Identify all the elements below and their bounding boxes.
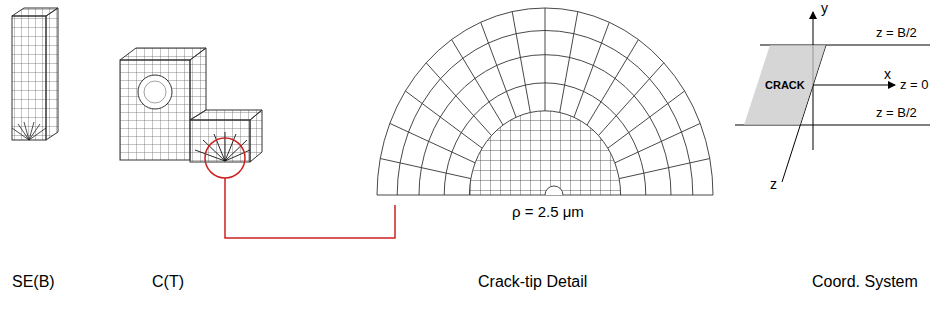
crack-plane: CRACK xyxy=(744,45,826,125)
crack-label: CRACK xyxy=(765,79,805,91)
plane-label: z = 0 xyxy=(900,78,929,93)
coord-system xyxy=(735,12,930,182)
axis-label: x xyxy=(884,66,891,82)
panel-label: Coord. System xyxy=(812,273,918,291)
axis-label: y xyxy=(821,0,828,16)
specimen-label: C(T) xyxy=(152,273,184,291)
ct-mesh xyxy=(120,48,395,238)
axis-label: z xyxy=(770,176,777,192)
plane-label: z = B/2 xyxy=(876,26,917,41)
seb-mesh xyxy=(12,8,58,140)
crack-tip-mesh xyxy=(377,8,713,197)
panel-label: Crack-tip Detail xyxy=(478,273,587,291)
specimen-label: SE(B) xyxy=(12,273,55,291)
radius-label: ρ = 2.5 μm xyxy=(512,203,584,220)
plane-label: z = B/2 xyxy=(876,106,917,121)
